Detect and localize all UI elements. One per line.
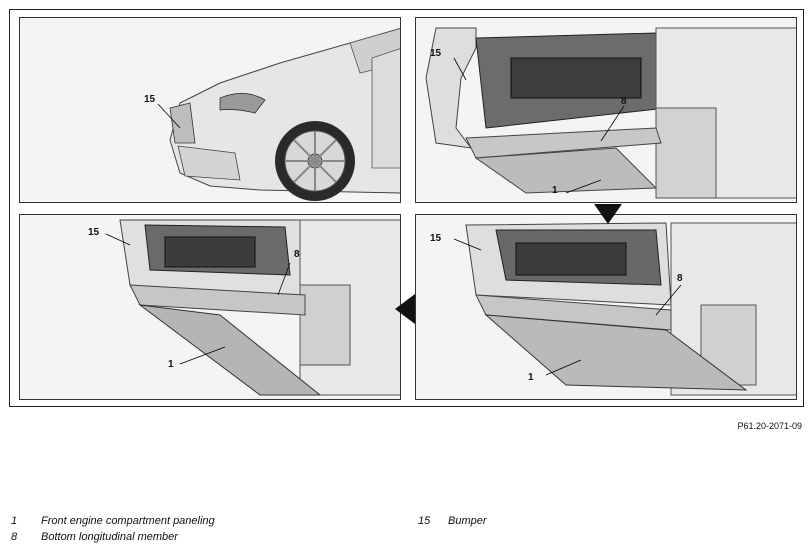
callout-bumper: 15 bbox=[144, 94, 156, 105]
callout-bumper: 15 bbox=[88, 227, 100, 238]
panel-detail-removed: 15 8 1 bbox=[19, 214, 401, 400]
legend-text: Front engine compartment paneling bbox=[41, 515, 215, 527]
car-front-illustration bbox=[157, 28, 400, 201]
figure-code: P61.20-2071-09 bbox=[737, 421, 802, 431]
callout-bottom-longitudinal-member: 8 bbox=[677, 273, 683, 284]
underbody-installed-illustration bbox=[425, 27, 796, 199]
callout-engine-compartment-paneling: 1 bbox=[552, 185, 558, 196]
callout-bumper: 15 bbox=[430, 48, 442, 59]
callout-bottom-longitudinal-member: 8 bbox=[621, 96, 627, 107]
callout-bumper: 15 bbox=[430, 233, 442, 244]
legend-number: 15 bbox=[418, 515, 431, 527]
callout-bottom-longitudinal-member: 8 bbox=[294, 249, 300, 260]
legend-number: 8 bbox=[11, 531, 18, 543]
arrow-left-icon bbox=[395, 294, 415, 324]
callout-engine-compartment-paneling: 1 bbox=[528, 372, 534, 383]
legend-text: Bottom longitudinal member bbox=[41, 531, 178, 543]
diagram-frame: 15 15 8 1 bbox=[9, 9, 804, 407]
legend-text: Bumper bbox=[448, 515, 487, 527]
legend-number: 1 bbox=[11, 515, 18, 527]
arrow-down-icon bbox=[594, 204, 622, 224]
panel-detail-installed: 15 8 1 bbox=[415, 17, 797, 203]
panel-car-front-view: 15 bbox=[19, 17, 401, 203]
paneling-removed-illustration bbox=[105, 219, 400, 396]
paneling-lowered-illustration bbox=[453, 222, 796, 396]
panel-detail-lowered: 15 8 1 bbox=[415, 214, 797, 400]
callout-engine-compartment-paneling: 1 bbox=[168, 359, 174, 370]
